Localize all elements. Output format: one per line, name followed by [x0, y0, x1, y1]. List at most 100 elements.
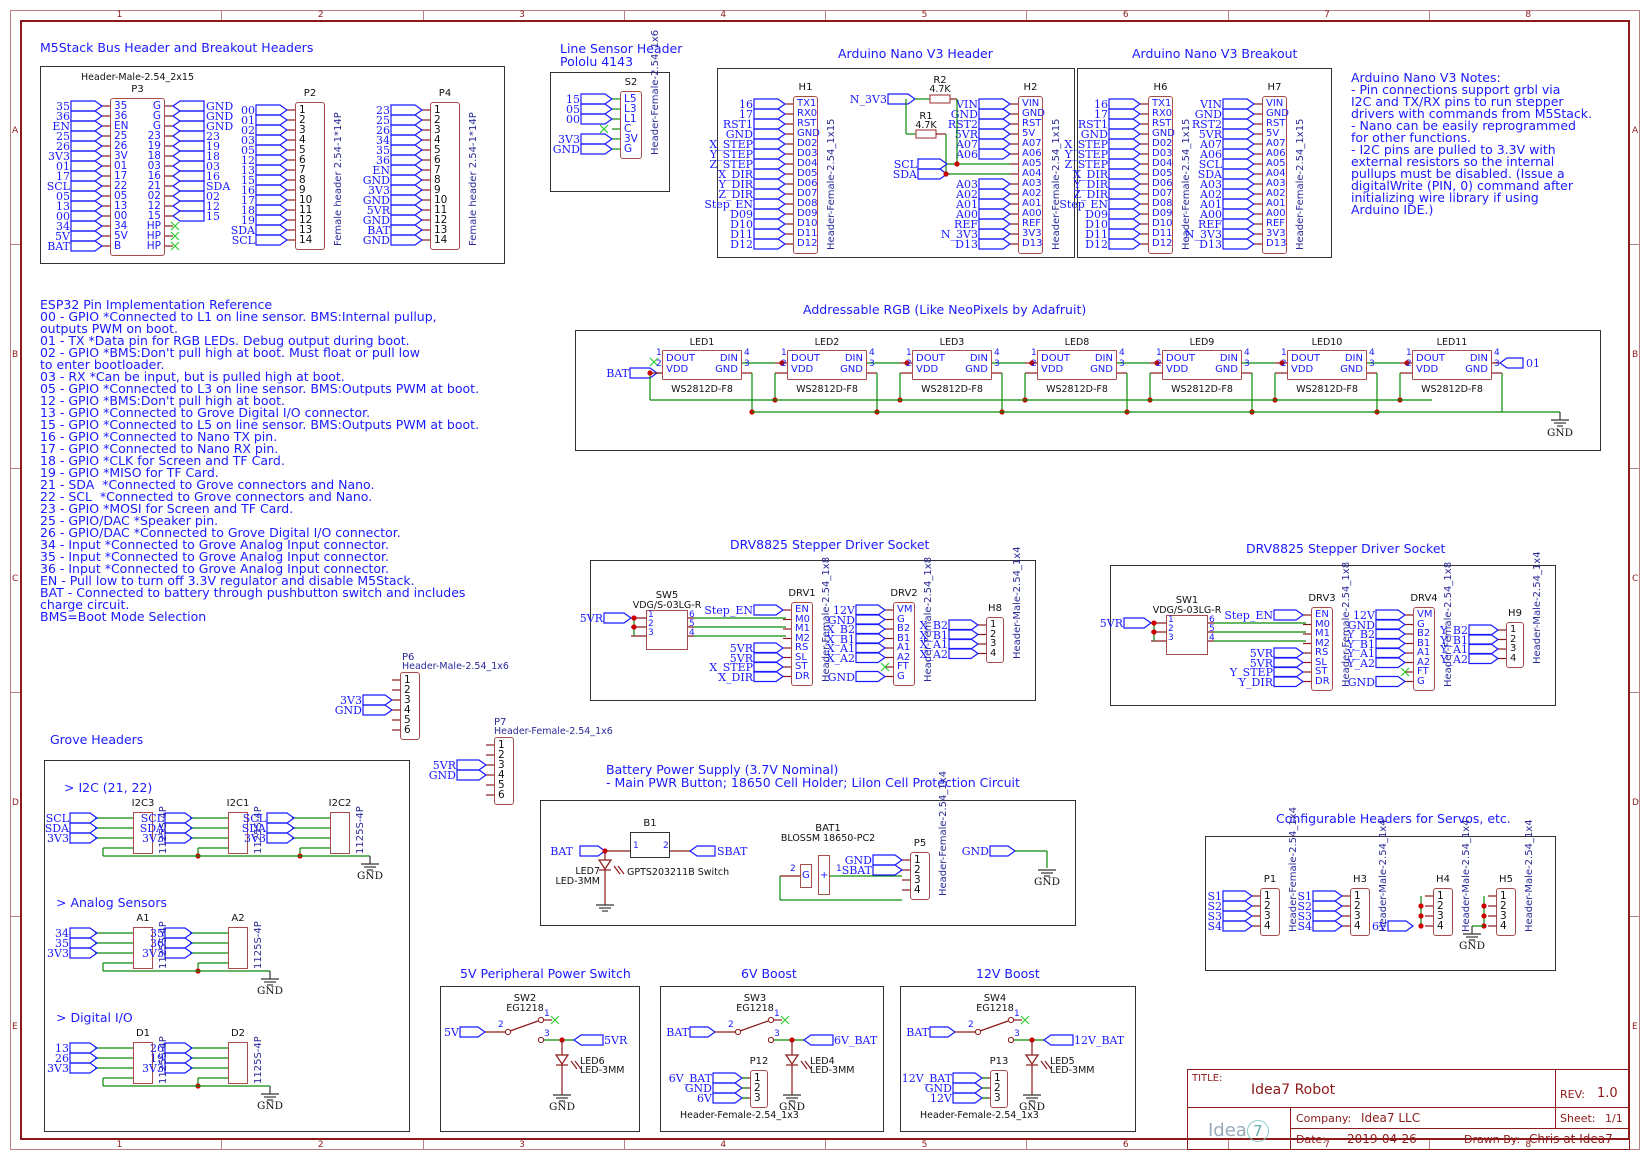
title-cell — [1187, 1069, 1556, 1108]
net-label: Step_EN — [704, 604, 753, 617]
pin-label: DOUT — [791, 353, 820, 364]
note-line: pullups must be disabled. (Issue a — [1351, 166, 1565, 181]
note-line: BMS=Boot Mode Selection — [40, 609, 207, 624]
net-label: 02 — [241, 124, 255, 137]
pin-label: 5V — [114, 230, 128, 242]
pin-label: 2 — [914, 864, 921, 876]
net-flag-icon — [1222, 188, 1256, 200]
led-refdes: LED9 — [1189, 337, 1215, 348]
led-refdes: LED11 — [1436, 337, 1468, 348]
gnd-label: GND — [1547, 427, 1573, 439]
pin-label: G — [152, 120, 161, 132]
net-label: 5VR — [579, 612, 603, 625]
net-label: GND — [1347, 675, 1375, 689]
pin-label: DR — [1315, 675, 1330, 687]
net-flag-icon — [1222, 148, 1256, 160]
net-flag-icon — [69, 947, 99, 959]
connector-refdes: I2C2 — [328, 798, 352, 809]
pin-label: REF — [1266, 218, 1286, 229]
pin-label: 1 — [1500, 890, 1507, 902]
header-wires — [753, 98, 793, 250]
net-label: X_B2 — [919, 619, 948, 632]
net-flag-icon — [855, 604, 887, 616]
net-label: 36 — [150, 937, 164, 950]
note-line: 13 - GPIO *Connected to Grove Digital I/… — [40, 405, 371, 420]
dip-switch-body[interactable] — [646, 610, 688, 650]
note-line: digitalWrite (PIN, 0) command after — [1351, 178, 1573, 193]
net-label: D09 — [730, 208, 753, 221]
nano-header-title: Arduino Nano V3 Header — [838, 46, 993, 61]
net-label: Z_STEP — [1064, 158, 1108, 171]
net-label: 36 — [56, 110, 70, 123]
net-flag-icon — [255, 104, 289, 116]
net-flag-icon — [1222, 208, 1256, 220]
pin-label: B2 — [1417, 628, 1431, 639]
pin-label: 3 — [1510, 643, 1517, 654]
led-body — [1162, 350, 1242, 380]
wire — [1044, 1060, 1052, 1070]
pin-number: 1 — [544, 1009, 550, 1019]
net-label: A00 — [956, 208, 978, 221]
pin-label: A04 — [1266, 168, 1286, 179]
dip-switch-body[interactable] — [1166, 615, 1208, 655]
net-label: X_STEP — [1064, 138, 1108, 151]
zone-column-bottom: 8 — [1525, 1140, 1532, 1150]
led-icon — [554, 1054, 570, 1066]
net-label: 6V — [1372, 920, 1387, 933]
net-flag-icon — [872, 864, 904, 876]
net-flag-icon — [929, 1026, 957, 1038]
pin-label: 1 — [299, 104, 306, 116]
pin-number: 2 — [648, 619, 654, 629]
net-label: 19 — [150, 1052, 164, 1065]
net-flag-icon — [70, 170, 104, 182]
pin-label: G — [802, 870, 810, 881]
pin-label: RX0 — [797, 108, 818, 119]
net-flag-icon — [1108, 218, 1142, 230]
net-flag-icon — [753, 208, 787, 220]
switch-contact-icon — [1007, 1016, 1015, 1024]
note-line: 00 - GPIO *Connected to L1 on line senso… — [40, 309, 437, 324]
pin-label: VDD — [1166, 364, 1189, 375]
net-flag-icon — [1123, 617, 1153, 629]
net-flag-icon — [1222, 920, 1254, 932]
part-body — [791, 602, 813, 686]
power-button-body[interactable] — [630, 832, 670, 858]
grove-group-label: > Digital I/O — [56, 1010, 133, 1025]
net-label: GND — [844, 854, 872, 867]
pin-label: VDD — [666, 364, 689, 375]
net-label: 02 — [206, 190, 220, 203]
part-value: Header-Male-2.54_1x4 — [1378, 819, 1389, 932]
net-label: 05 — [56, 190, 70, 203]
net-label: SCL — [1198, 158, 1222, 171]
note-line: 12 - GPIO *BMS:Don't pull high at boot. — [40, 393, 285, 408]
pin-label: G — [1417, 618, 1425, 630]
pin-label: DOUT — [666, 353, 695, 364]
net-label: 3V3 — [368, 184, 390, 197]
net-flag-icon — [164, 927, 194, 939]
net-label: 16 — [206, 170, 220, 183]
part-refdes: S2 — [624, 77, 638, 88]
pin-label: 4 — [1264, 920, 1271, 932]
net-flag-icon — [456, 769, 488, 781]
note-line: BAT - Connected to battery through pushb… — [40, 585, 466, 600]
pin-label: VDD — [1291, 364, 1314, 375]
net-flag-icon — [978, 228, 1012, 240]
pin-label: 13 — [114, 200, 128, 212]
net-label: 34 — [55, 927, 69, 940]
note-line: initializing wire library if using — [1351, 190, 1539, 205]
part-refdes: H4 — [1436, 874, 1450, 885]
net-label: SDA — [1197, 168, 1222, 181]
part-refdes: DRV2 — [890, 588, 918, 599]
led-body — [787, 350, 867, 380]
net-flag-icon — [1108, 168, 1142, 180]
pullup-wires — [887, 93, 1010, 180]
header-wires — [1375, 609, 1413, 688]
led-refdes: LED8 — [1064, 337, 1090, 348]
part-body — [1413, 607, 1435, 691]
pin-label: 10 — [299, 194, 313, 206]
connector-body — [228, 812, 248, 854]
pin-label: REF — [1022, 218, 1042, 229]
net-flag-icon — [917, 168, 949, 180]
net-flag-icon — [1375, 609, 1407, 621]
net-label: 12V_BAT — [1074, 1034, 1125, 1047]
